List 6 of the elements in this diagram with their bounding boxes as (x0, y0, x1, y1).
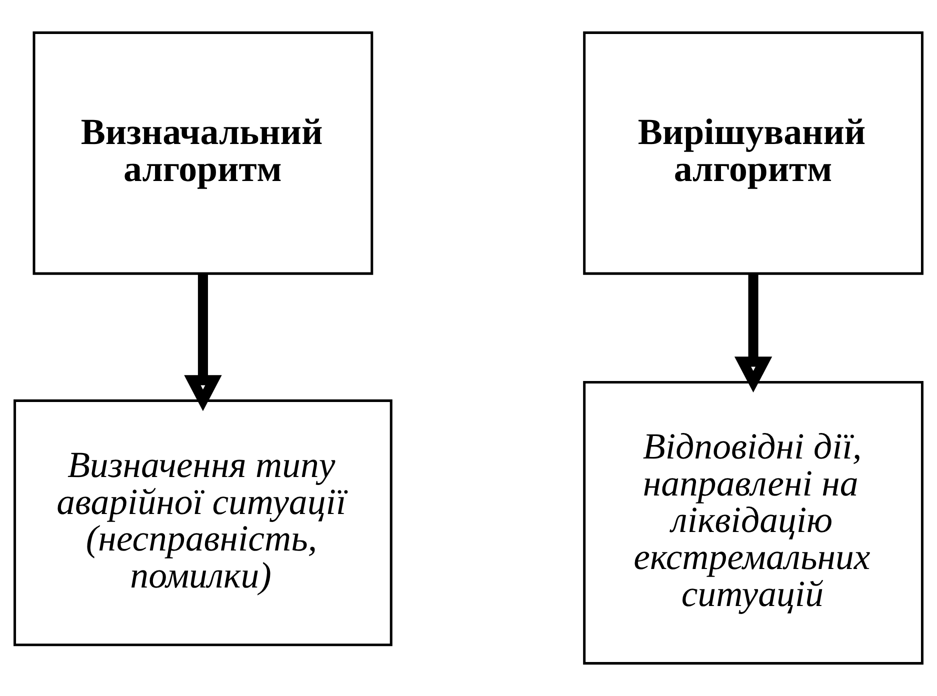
node-box: Вирішуваний алгоритм (583, 31, 924, 275)
node-box: Визначення типу аварійної ситуації (несправність, помилки) (14, 399, 392, 646)
arrow (734, 274, 772, 393)
arrow (184, 274, 222, 412)
node-box: Відповідні дії, направлені на ліквідацію екстремальних ситуацій (583, 381, 924, 665)
node-box: Визначальний алгоритм (32, 31, 374, 275)
